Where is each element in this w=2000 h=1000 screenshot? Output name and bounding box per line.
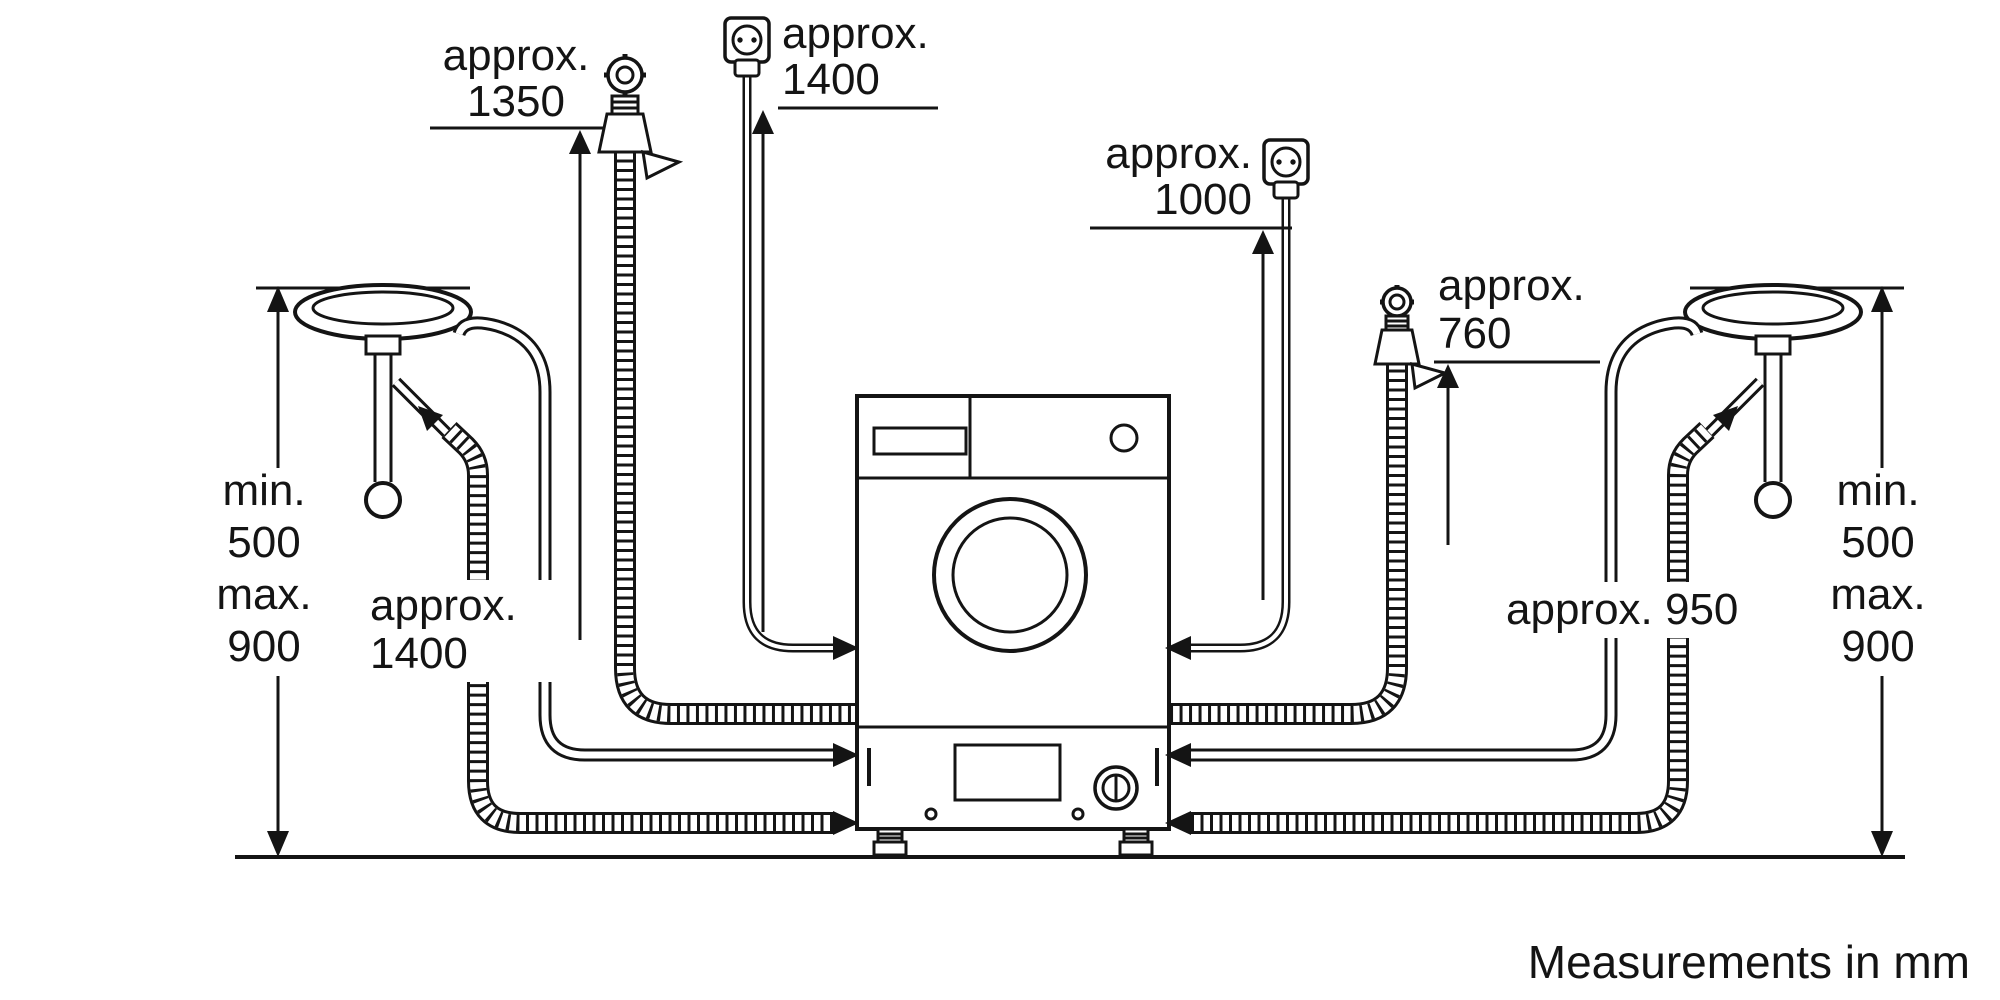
power-socket-mid [1262,138,1310,200]
drain-hose-left-sink [452,316,833,762]
machine-display [872,426,968,456]
label-text: approx. [1438,261,1585,310]
water-tap-right [1373,285,1450,391]
label-value: 1400 [370,629,468,678]
label-value: 1000 [1154,175,1252,224]
label-max-value: 900 [227,622,300,671]
siphon-trap [364,481,402,519]
machine-door [932,497,1088,653]
arrow-up-icon [1871,286,1893,312]
service-flap [953,743,1062,802]
machine-foot-left [872,827,908,857]
water-tap-left [597,54,684,181]
label-text: approx. [370,581,517,630]
washing-machine [855,394,1171,857]
arrow-trap-right-icon [1713,406,1738,431]
tap-spout-icon [641,149,684,181]
label-power-cord-mid: approx. 1000 [1090,129,1292,600]
label-min: min. [1836,466,1919,515]
label-supply-hose-right: approx. 760 [1434,261,1600,545]
arrow-up-icon [1252,230,1274,254]
label-height-left: min. 500 max. 900 [210,466,340,676]
label-max: max. [216,570,311,619]
label-max: max. [1830,570,1925,619]
label-min-value: 500 [1841,518,1914,567]
tap-spout-icon [1410,361,1450,391]
arrow-up-icon [267,286,289,312]
arrow-left-icon [1165,811,1191,835]
sink-right [1683,283,1863,519]
arrow-left-icon [1165,636,1191,660]
siphon-trap [1754,481,1792,519]
label-height-right: min. 500 max. 900 [1814,466,1944,676]
connection-arrows [418,406,1738,835]
label-text: approx. [443,31,590,80]
arrow-right-icon [833,811,859,835]
label-text: approx. 950 [1506,585,1738,634]
label-power-cord-top: approx. 1400 [752,9,938,632]
label-min-value: 500 [227,518,300,567]
arrow-down-icon [267,831,289,857]
power-cable-top [742,76,833,653]
supply-hose-left [614,150,857,725]
label-drain-hose-right: approx. 950 [1498,582,1760,638]
machine-foot-right [1118,827,1154,857]
plug-icon [1272,180,1300,200]
arrow-left-icon [1165,743,1191,767]
arrow-up-icon [569,130,591,154]
arrow-trap-left-icon [418,406,443,431]
arrow-down-icon [1871,831,1893,857]
drain-hose-right-trap [1191,421,1715,834]
supply-hose-right [1167,360,1408,725]
plug-icon [733,58,761,78]
label-drain-hose-left: approx. 1400 [362,580,552,682]
label-text: approx. [782,9,929,58]
arrow-up-icon [752,110,774,134]
label-value: 1400 [782,55,880,104]
drain-hose-left-trap [441,421,833,834]
label-supply-hose-left: approx. 1350 [430,31,604,640]
arrow-right-icon [833,743,859,767]
label-min: min. [222,466,305,515]
label-value: 760 [1438,309,1511,358]
arrow-up-icon [1437,364,1459,388]
program-knob-icon [1109,423,1139,453]
arrow-right-icon [833,636,859,660]
label-text: approx. [1105,129,1252,178]
label-value: 1350 [467,77,565,126]
power-cable-mid [1191,198,1291,653]
label-max-value: 900 [1841,622,1914,671]
drain-hose-right-sink [1191,316,1704,762]
sink-left [293,283,473,519]
unit-note: Measurements in mm [1528,936,1970,988]
power-socket-top [723,16,771,78]
